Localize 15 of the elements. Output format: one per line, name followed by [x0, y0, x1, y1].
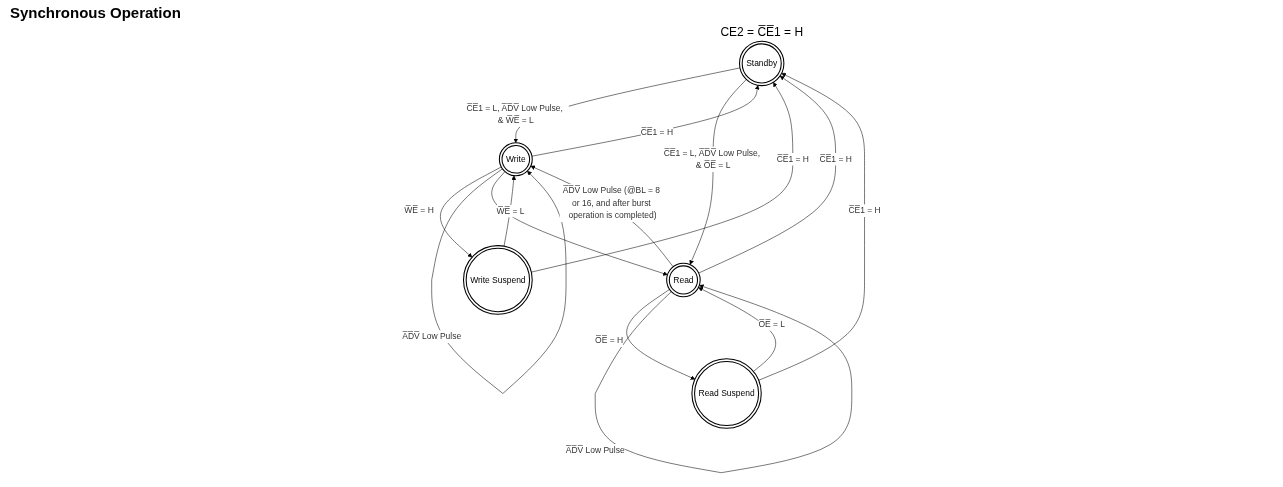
edge-label: C̅E̅1 = L, A̅D̅V̅ Low Pulse, & W̅E̅ = L: [466, 103, 563, 125]
edge-label: C̅E̅1 = H: [776, 154, 809, 164]
edge-label: W̅E̅ = H: [404, 205, 434, 215]
edge-label: C̅E̅1 = H: [640, 127, 674, 137]
diagram-title: Synchronous Operation: [10, 4, 181, 21]
edge-label: A̅D̅V̅ Low Pulse: [565, 445, 625, 455]
edge-label: W̅E̅ = L: [496, 206, 525, 216]
edge-label: C̅E̅1 = H: [819, 154, 852, 164]
edge-label: C̅E̅1 = L, A̅D̅V̅ Low Pulse, & O̅E̅ = L: [663, 148, 761, 170]
edge-label: A̅D̅V̅ Low Pulse (@BL = 8 or 16, and after burst operation is completed): [562, 185, 660, 220]
edge-label: O̅E̅ = H: [595, 335, 624, 345]
edge-label: A̅D̅V̅ Low Pulse: [402, 331, 462, 341]
edge-label: O̅E̅ = L: [758, 319, 786, 329]
state-condition: CE2 = C̅E̅1 = H: [720, 25, 804, 40]
edge-label: C̅E̅1 = H: [848, 205, 881, 215]
